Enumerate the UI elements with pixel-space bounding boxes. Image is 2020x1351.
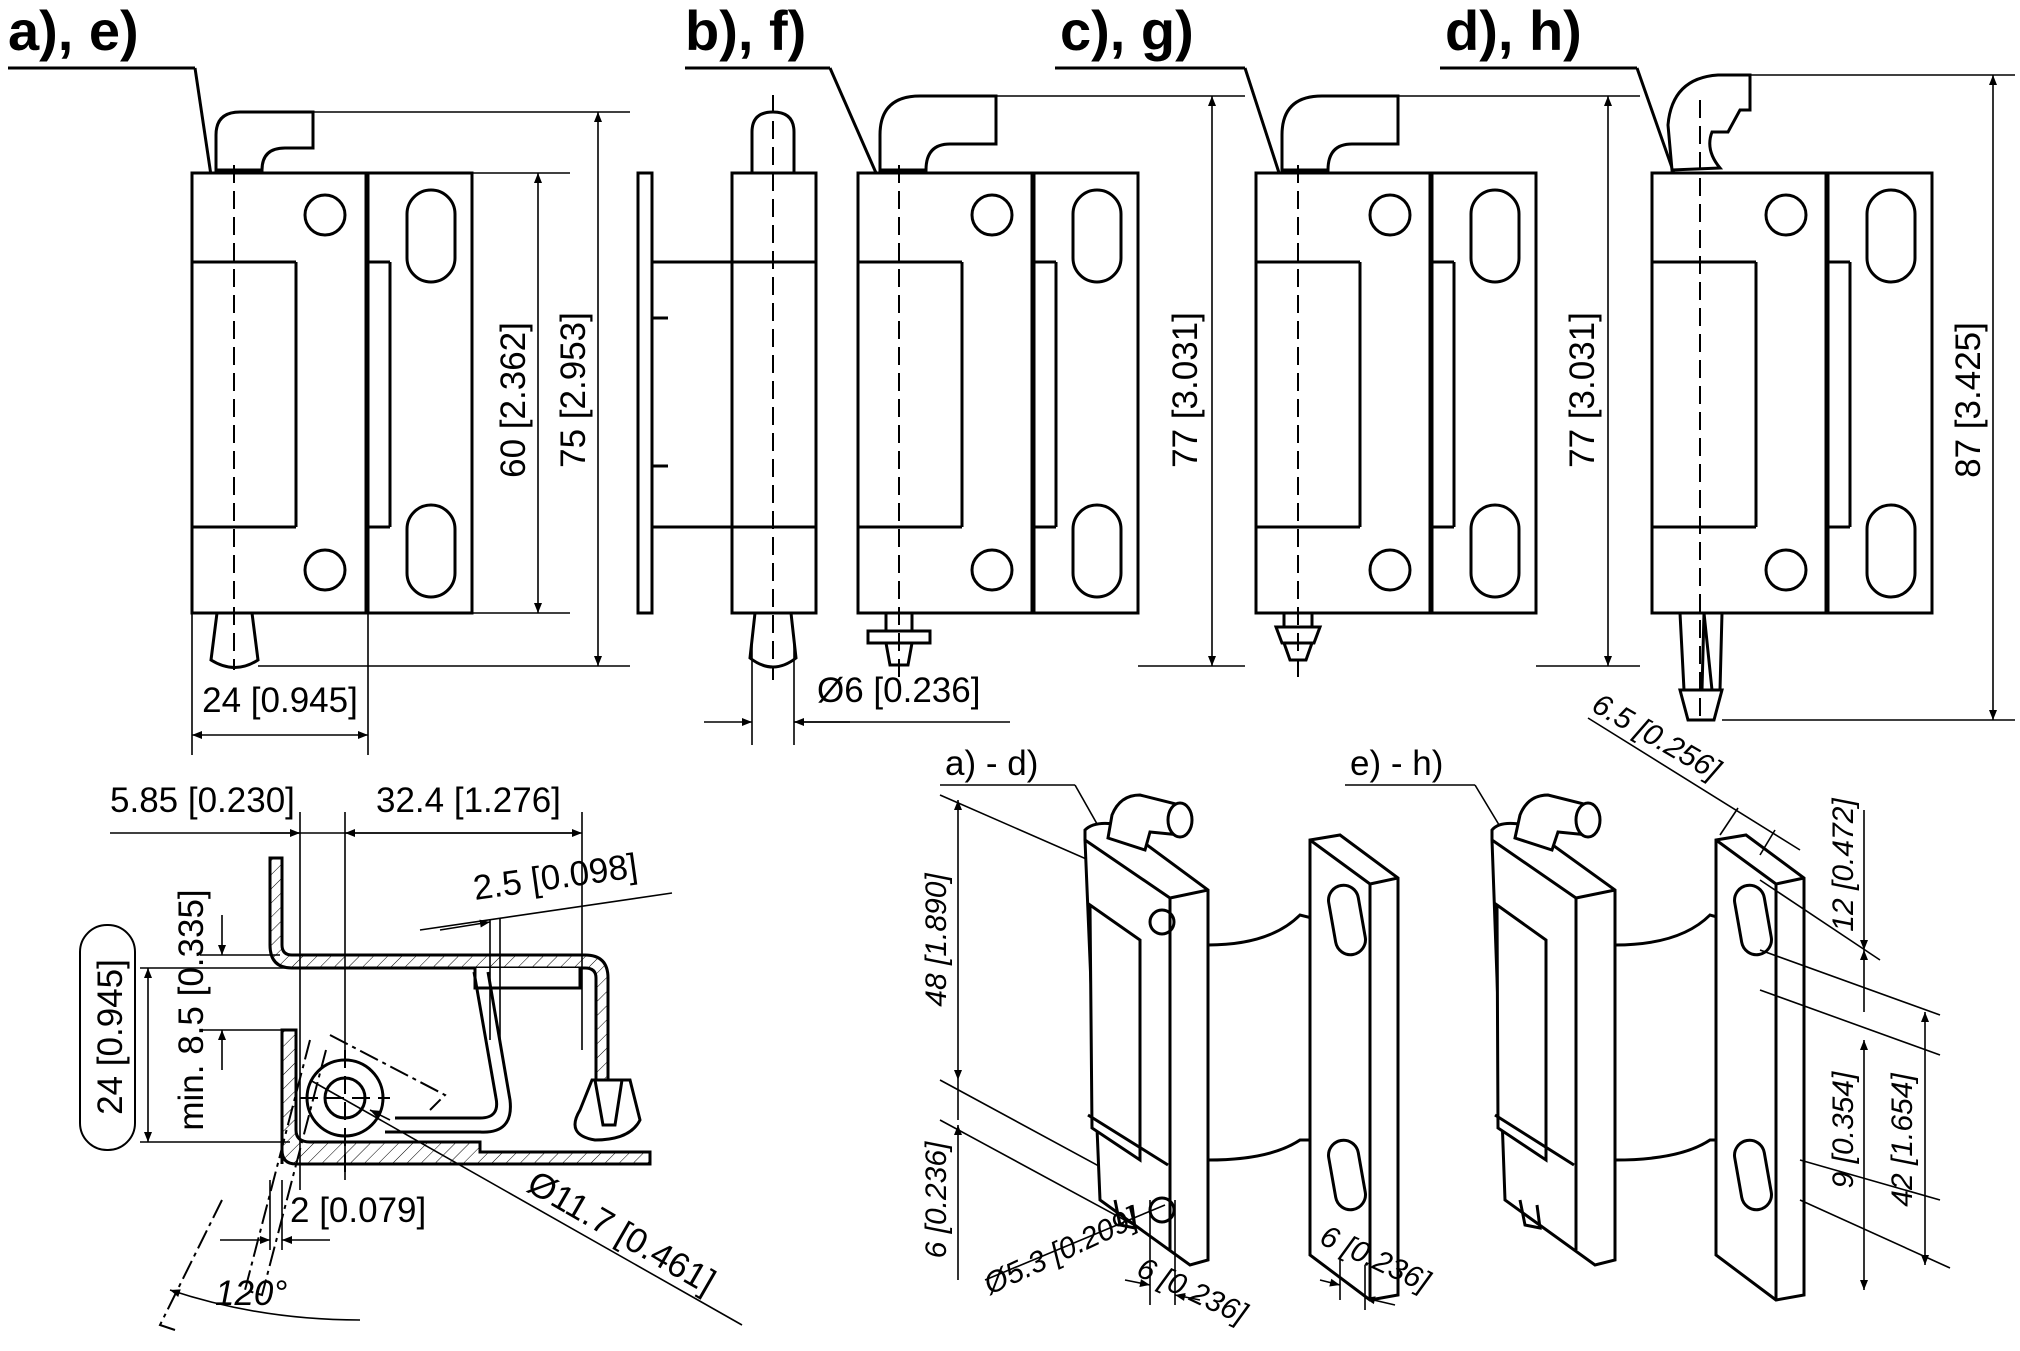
dim-77-c: 77 [3.031] [1563,312,1602,468]
dim-77-b: 77 [3.031] [1166,312,1205,468]
dim-60: 60 [2.362] [494,322,533,478]
view-a-e: a), e) 60 [2.362] 75 [2.953] [8,0,630,755]
dim-9: 9 [0.354] [1827,1071,1860,1188]
dim-32-4: 32.4 [1.276] [376,781,561,820]
view-c-g: c), g) 77 [3.031] [1055,0,1640,680]
iso-view-a-d: a) - d) 48 [1.890] 6 [0.236] [920,744,1435,1331]
dim-11-7: Ø11.7 [0.461] [521,1163,722,1302]
dim-8-5: min. 8.5 [0.335] [172,889,211,1130]
iso-right-label: e) - h) [1350,744,1443,783]
dim-6-vert: 6 [0.236] [920,1141,953,1258]
dim-75: 75 [2.953] [554,312,593,468]
angle-120: 120° [215,1274,287,1313]
dim-24-section: 24 [0.945] [91,959,130,1115]
section-view: 5.85 [0.230] 32.4 [1.276] 2.5 [0.098] 24… [79,781,743,1331]
dim-24-top: 24 [0.945] [202,681,358,720]
dim-12: 12 [0.472] [1827,798,1860,932]
dim-5-3: Ø5.3 [0.209] [978,1201,1143,1301]
iso-view-e-h: e) - h) 6.5 [0.256] 12 [0.472] [1345,687,1951,1302]
view-b-f-front: 77 [3.031] [828,67,1245,680]
view-d-h: d), h) 87 [3.425] [1440,0,2015,722]
dim-87: 87 [3.425] [1949,322,1988,478]
view-b-f-side: b), f) Ø6 [0.236] [636,0,1010,745]
dim-42: 42 [1.654] [1886,1073,1919,1207]
dim-5-85: 5.85 [0.230] [110,781,295,820]
dim-2-5: 2.5 [0.098] [471,846,640,908]
iso-left-label: a) - d) [945,744,1038,783]
dim-2: 2 [0.079] [290,1191,426,1230]
view-b-f-title: b), f) [685,0,806,62]
view-a-e-title: a), e) [8,0,139,62]
dim-d6: Ø6 [0.236] [817,671,980,710]
view-d-h-title: d), h) [1445,0,1582,62]
dim-48: 48 [1.890] [920,873,953,1007]
view-c-g-title: c), g) [1060,0,1194,62]
